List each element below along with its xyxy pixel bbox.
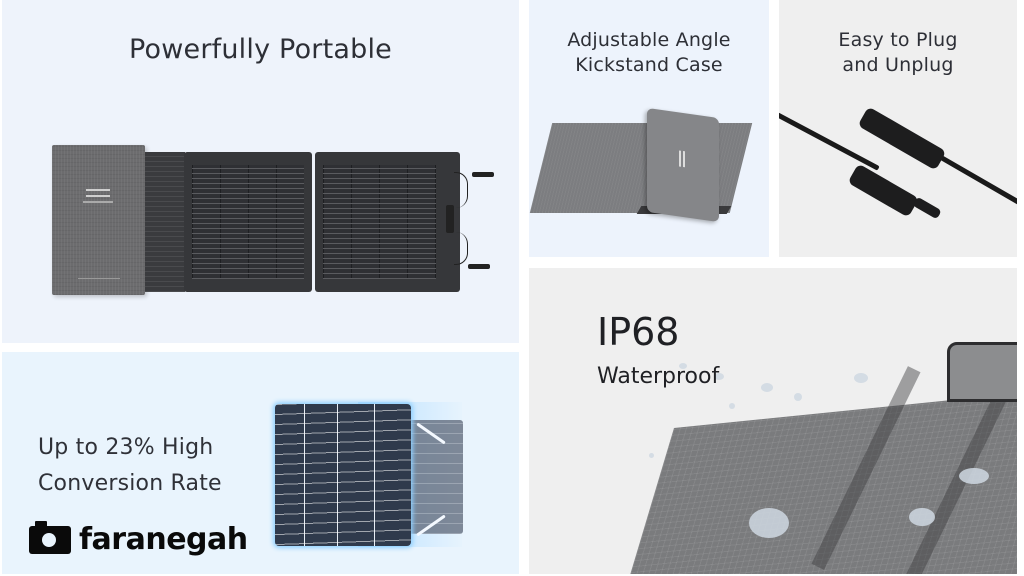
solar-cells xyxy=(192,165,304,279)
cable xyxy=(454,172,468,208)
feature-title: Easy to Plug and Unplug xyxy=(779,28,1017,78)
connector-icon xyxy=(468,264,490,269)
title-line: Easy to Plug xyxy=(838,29,958,51)
water-splash xyxy=(749,508,789,538)
feature-panel-plug: Easy to Plug and Unplug xyxy=(779,0,1017,257)
cover-footer-mark xyxy=(78,278,120,279)
mc4-connector-icon xyxy=(847,163,920,218)
water-droplet xyxy=(729,403,735,409)
junction-box xyxy=(446,205,454,233)
solar-cells xyxy=(323,165,436,279)
ef-logo-icon xyxy=(679,150,685,168)
connector-icon xyxy=(472,172,494,177)
feature-title: Up to 23% High Conversion Rate xyxy=(38,430,222,502)
feature-panel-waterproof: IP68 Waterproof xyxy=(529,268,1017,574)
ip-rating: IP68 xyxy=(597,310,680,354)
title-line: Conversion Rate xyxy=(38,471,222,496)
water-droplet xyxy=(794,393,802,401)
waterproof-label: Waterproof xyxy=(597,364,720,389)
camera-icon xyxy=(29,520,71,554)
kickstand-case xyxy=(647,107,719,223)
kickstand-case xyxy=(947,342,1017,402)
water-droplet xyxy=(649,453,654,458)
feature-title: Adjustable Angle Kickstand Case xyxy=(529,28,769,78)
solar-module xyxy=(315,152,460,292)
feature-panel-portable: Powerfully Portable xyxy=(2,0,519,343)
logo-text-mark xyxy=(83,201,113,203)
connector-tip xyxy=(912,196,942,220)
water-droplet xyxy=(854,373,868,383)
title-line: and Unplug xyxy=(842,54,954,76)
solar-cell-front xyxy=(275,404,411,546)
feature-panel-conversion: Up to 23% High Conversion Rate faranegah xyxy=(2,352,519,574)
panel-cover xyxy=(52,145,145,295)
water-splash xyxy=(959,468,989,484)
panel-strip xyxy=(145,152,185,292)
title-line: Adjustable Angle xyxy=(567,29,731,51)
title-line: Up to 23% High xyxy=(38,435,214,460)
cable xyxy=(454,232,468,265)
water-droplet xyxy=(714,373,724,380)
title-line: Kickstand Case xyxy=(575,54,723,76)
feature-panel-kickstand: Adjustable Angle Kickstand Case xyxy=(529,0,769,257)
watermark-text: faranegah xyxy=(79,522,248,557)
watermark: faranegah xyxy=(29,520,248,557)
solar-module xyxy=(184,152,312,292)
feature-title: Powerfully Portable xyxy=(129,34,392,65)
water-splash xyxy=(909,508,935,526)
lens xyxy=(42,532,56,547)
ef-logo-icon xyxy=(86,189,110,197)
water-droplet xyxy=(761,383,773,392)
water-droplet xyxy=(679,363,687,369)
